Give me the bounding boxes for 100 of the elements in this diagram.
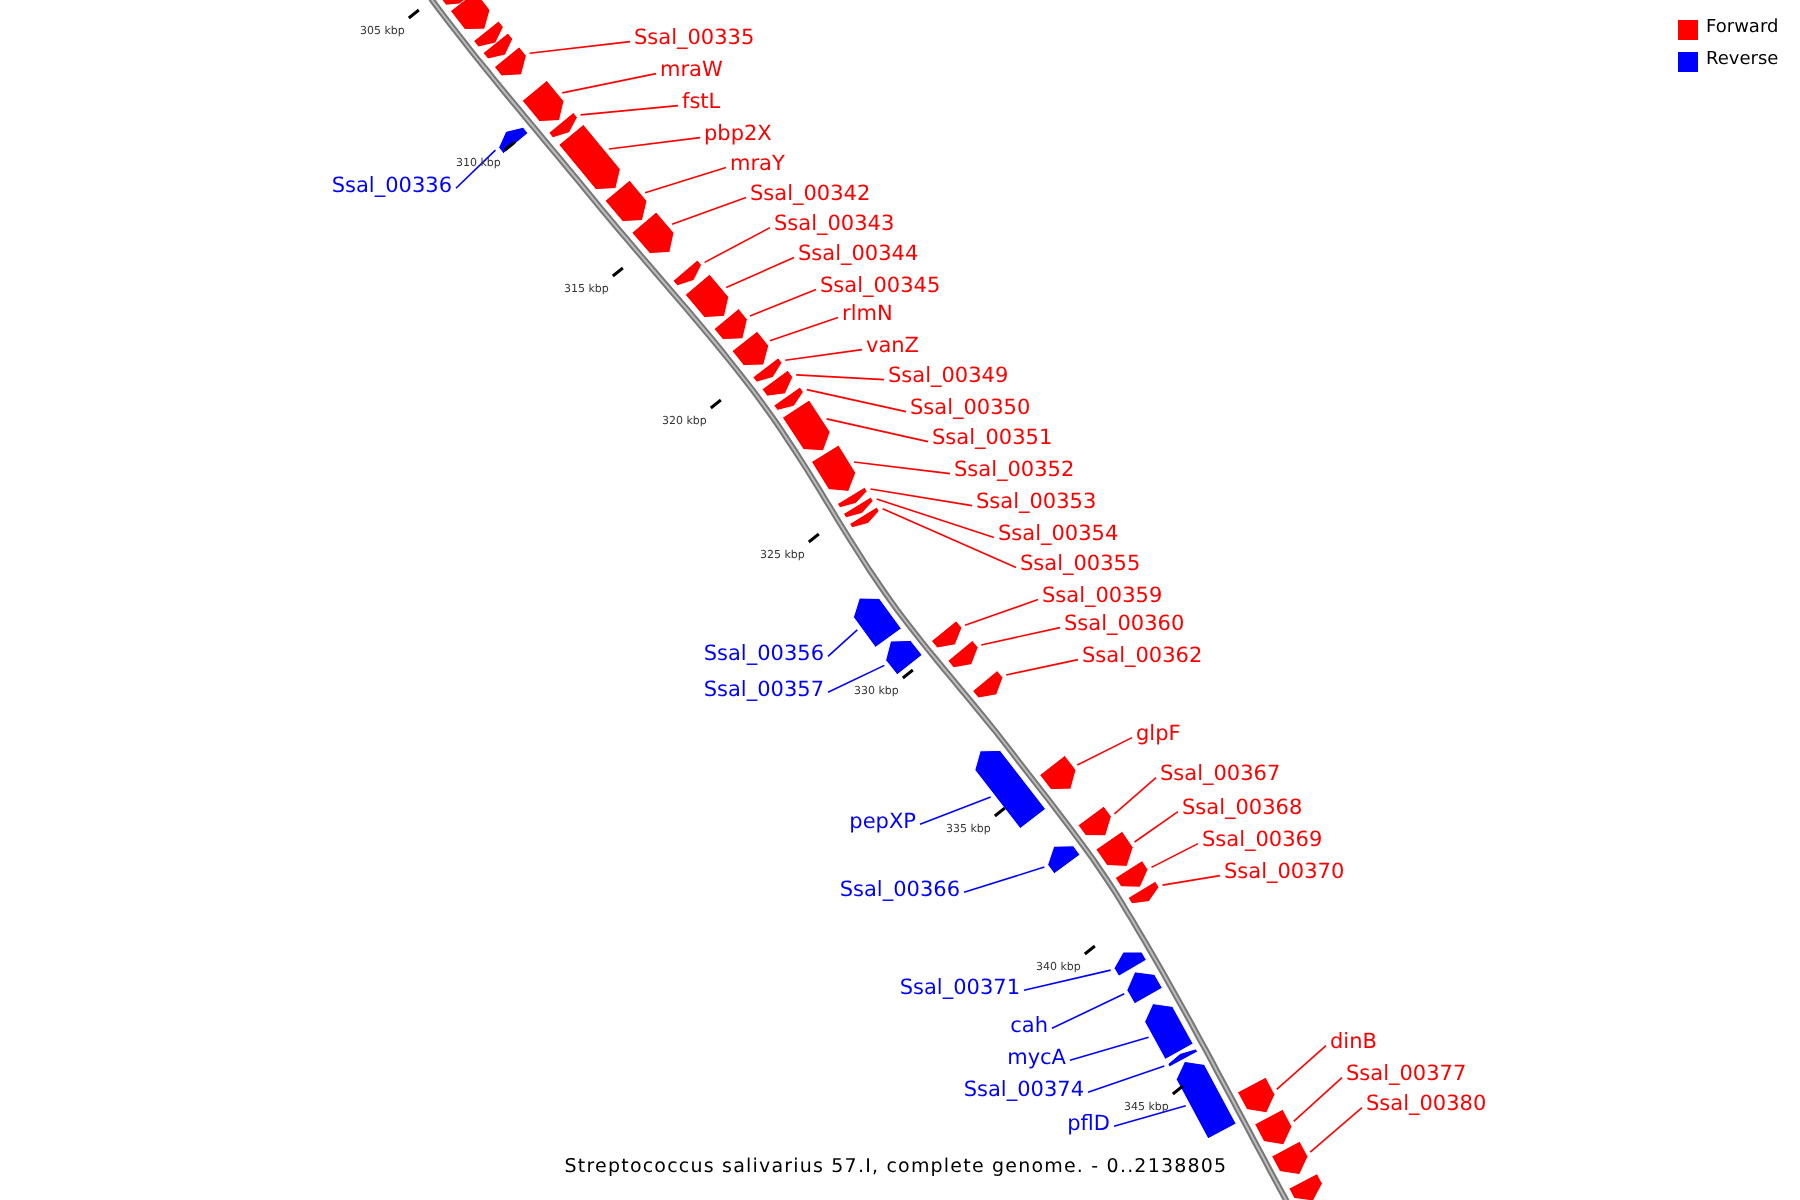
gene-label: rlmN — [842, 302, 893, 328]
gene-block — [1127, 880, 1160, 905]
gene-label: Ssal_00342 — [750, 182, 871, 208]
gene-block — [684, 273, 730, 319]
gene-block — [947, 639, 979, 669]
gene-label: Ssal_00369 — [1202, 828, 1323, 854]
gene-block — [1175, 1060, 1237, 1140]
leader-line — [644, 166, 727, 194]
gene-block — [558, 123, 621, 191]
gene-label: Ssal_00345 — [820, 274, 941, 300]
gene-label: mraY — [730, 152, 785, 178]
gene-label: Ssal_00360 — [1064, 612, 1185, 638]
gene-block — [1167, 1048, 1199, 1068]
gene-label: fstL — [682, 90, 721, 116]
gene-block — [498, 126, 529, 155]
gene-label: Ssal_00357 — [703, 678, 824, 704]
gene-block — [773, 386, 804, 411]
gene-label: Ssal_00359 — [1042, 584, 1163, 610]
leader-line — [749, 288, 817, 317]
gene-block — [781, 399, 831, 452]
gene-label: Ssal_00354 — [998, 522, 1119, 548]
leader-line — [1069, 1036, 1150, 1062]
gene-label: vanZ — [866, 334, 919, 360]
gene-label: Ssal_00374 — [963, 1078, 1084, 1104]
gene-block — [548, 111, 578, 139]
gene-block — [1047, 845, 1081, 875]
leader-line — [875, 498, 995, 539]
leader-line — [869, 488, 973, 507]
leader-line — [1133, 810, 1179, 843]
leader-line — [1161, 874, 1221, 886]
gene-block — [713, 308, 748, 341]
leader-line — [1076, 736, 1133, 766]
gene-label: Ssal_00380 — [1366, 1092, 1487, 1118]
gene-block — [1254, 1108, 1293, 1146]
gene-block — [752, 357, 783, 383]
caption: Streptococcus salivarius 57.I, complete genome. - 0..2138805 — [562, 1156, 1230, 1178]
leader-line — [725, 256, 795, 289]
leader-line — [1309, 1106, 1363, 1153]
gene-block — [731, 330, 770, 367]
gene-block — [1144, 1003, 1194, 1060]
gene-label: Ssal_00370 — [1224, 860, 1345, 886]
gene-label: Ssal_00349 — [888, 364, 1009, 390]
leader-line — [455, 149, 497, 190]
gene-block — [1113, 951, 1147, 977]
gene-label: Ssal_00371 — [899, 976, 1020, 1002]
gene-label: Ssal_00336 — [331, 174, 452, 200]
gene-block — [761, 369, 794, 397]
gene-label: Ssal_00353 — [976, 490, 1097, 516]
leader-line — [561, 72, 657, 94]
leader-line — [964, 598, 1039, 626]
leader-line — [853, 461, 951, 475]
gene-label: Ssal_00356 — [703, 642, 824, 668]
leader-line — [671, 196, 747, 226]
gene-block — [1039, 754, 1077, 791]
leader-line — [795, 374, 885, 381]
gene-label: Ssal_00366 — [839, 878, 960, 904]
leader-line — [769, 316, 839, 342]
gene-block — [972, 670, 1004, 699]
gene-block — [930, 620, 963, 649]
leader-line — [919, 796, 992, 826]
gene-label: mycA — [1007, 1046, 1066, 1072]
gene-block — [1126, 971, 1163, 1005]
gene-label: pflD — [1067, 1112, 1110, 1138]
leader-line — [881, 508, 1017, 569]
gene-block — [1095, 830, 1134, 867]
leader-line — [784, 348, 863, 362]
gene-label: Ssal_00350 — [910, 396, 1031, 422]
leader-line — [579, 104, 679, 116]
leader-line — [608, 136, 701, 150]
gene-block — [1288, 1173, 1323, 1200]
gene-block — [1077, 805, 1112, 837]
gene-block — [631, 211, 675, 255]
gene-block — [604, 179, 648, 223]
leader-line — [1292, 1076, 1343, 1123]
gene-label: Ssal_00335 — [634, 26, 755, 52]
gene-label: pepXP — [849, 810, 916, 836]
gene-block — [473, 20, 504, 48]
gene-label: mraW — [660, 58, 723, 84]
gene-block — [852, 597, 902, 648]
gene-label: Ssal_00343 — [774, 212, 895, 238]
gene-label: pbp2X — [704, 122, 772, 148]
legend-label: Forward — [1706, 18, 1779, 40]
gene-label: Ssal_00355 — [1020, 552, 1141, 578]
gene-block — [1271, 1140, 1309, 1176]
gene-label: Ssal_00344 — [798, 242, 919, 268]
leader-line — [980, 626, 1061, 646]
gene-block — [521, 79, 565, 123]
gene-label: Ssal_00377 — [1346, 1062, 1467, 1088]
gene-label: Ssal_00367 — [1160, 762, 1281, 788]
gene-block — [1114, 860, 1149, 888]
gene-block — [482, 32, 514, 60]
gene-block — [493, 46, 527, 77]
leader-line — [1113, 776, 1157, 815]
leader-line — [1113, 1104, 1187, 1128]
gene-label: Ssal_00352 — [954, 458, 1075, 484]
leader-line — [1051, 993, 1126, 1030]
gene-block — [810, 444, 857, 492]
leader-line — [1023, 969, 1112, 992]
gene-block — [672, 259, 703, 287]
leader-line — [1275, 1044, 1327, 1091]
